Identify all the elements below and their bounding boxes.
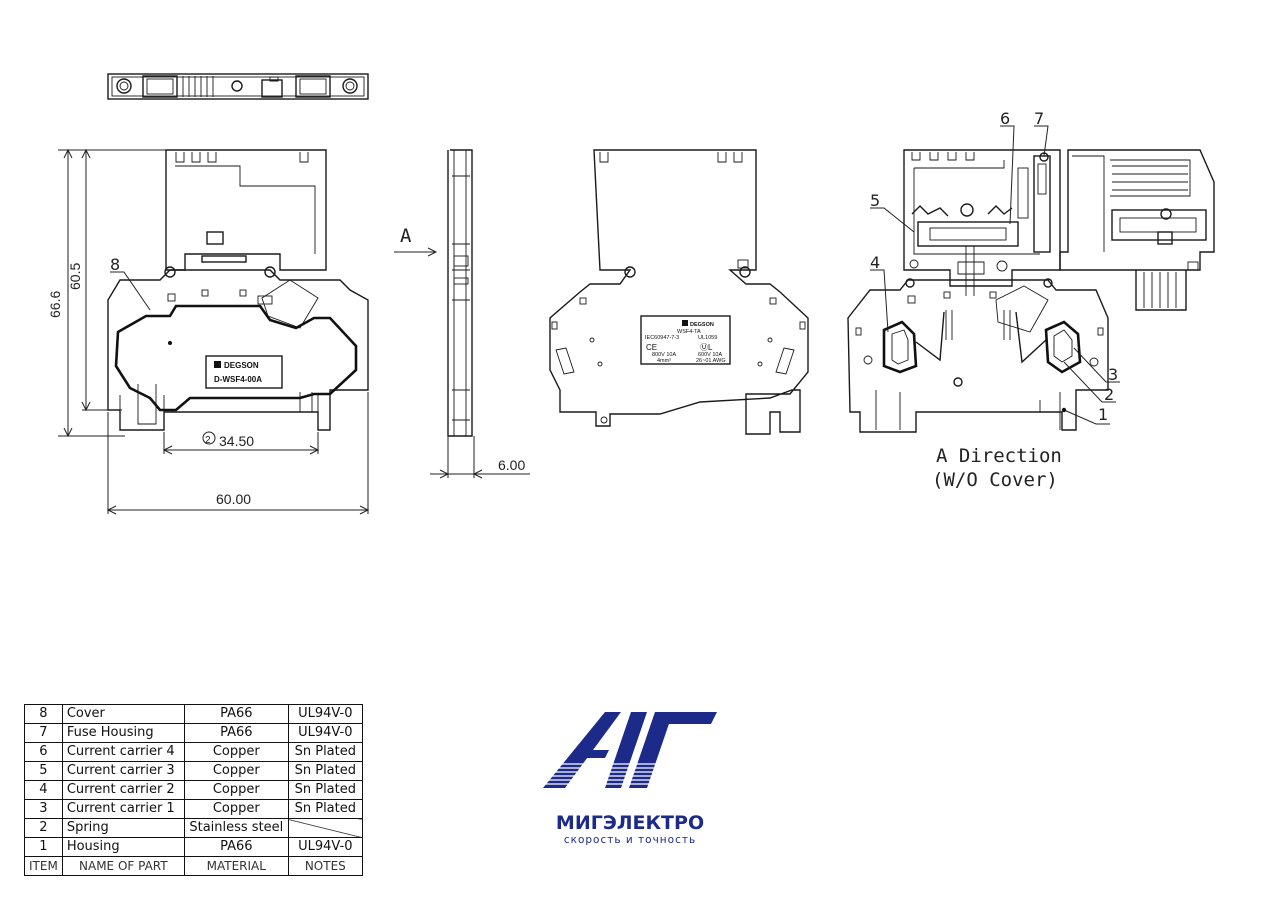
rear-label-right-awg: 26~01 AWG — [696, 358, 726, 364]
bom-name: Housing — [61, 837, 185, 857]
bom-name: Current carrier 4 — [61, 742, 185, 762]
callout-5: 5 — [870, 191, 880, 210]
callout-8: 8 — [110, 255, 120, 274]
dim-width-60: 60.00 — [216, 491, 251, 507]
bom-item: 3 — [24, 799, 63, 819]
table-row: 6 Current carrier 4 Copper Sn Plated — [24, 742, 363, 762]
table-row: 4 Current carrier 2 Copper Sn Plated — [24, 780, 363, 800]
table-row: 3 Current carrier 1 Copper Sn Plated — [24, 799, 363, 819]
rear-label-left-rating: 800V 10A — [652, 352, 676, 358]
company-logo-icon — [535, 712, 725, 788]
logo-tagline: скорость и точность — [563, 834, 697, 846]
rear-label-model: WSF4-TA — [677, 329, 701, 335]
bom-material: Copper — [183, 742, 289, 762]
bom-notes: Sn Plated — [287, 799, 363, 819]
dim-span-34: 34.50 — [219, 433, 254, 449]
rear-label-iec: IEC60947-7-3 — [645, 335, 679, 341]
bom-notes: UL94V-0 — [287, 704, 363, 724]
table-row: 8 Cover PA66 UL94V-0 — [24, 704, 363, 724]
bom-item: 4 — [24, 780, 63, 800]
bom-header-row: ITEM NAME OF PART MATERIAL NOTES — [24, 856, 363, 876]
top-view — [107, 73, 369, 100]
bom-material: Copper — [183, 780, 289, 800]
bom-material: Copper — [183, 799, 289, 819]
view-arrow-label: A — [400, 225, 412, 247]
bom-notes: Sn Plated — [287, 761, 363, 781]
bom-item: 2 — [24, 818, 63, 838]
bom-notes: UL94V-0 — [287, 723, 363, 743]
bom-header-material: MATERIAL — [183, 856, 289, 876]
bom-name: Current carrier 2 — [61, 780, 185, 800]
bom-notes-empty — [287, 818, 363, 838]
bom-item: 7 — [24, 723, 63, 743]
rear-label-right-rating: 600V 10A — [698, 352, 722, 358]
bom-notes: Sn Plated — [287, 742, 363, 762]
front-label-brand: DEGSON — [224, 361, 259, 370]
table-row: 2 Spring Stainless steel — [24, 818, 363, 838]
callout-7: 7 — [1034, 109, 1044, 128]
bom-header-notes: NOTES — [287, 856, 363, 876]
bom-header-name: NAME OF PART — [61, 856, 185, 876]
rear-label-left-size: 4mm² — [657, 358, 671, 364]
a-direction-subcaption: (W/O Cover) — [932, 469, 1058, 491]
rear-view: DEGSON WSF4-TA IEC60947-7-3 UL1059 CE ⓊL… — [549, 149, 809, 435]
bom-material: Copper — [183, 761, 289, 781]
callout-1: 1 — [1098, 405, 1108, 424]
bom-notes: Sn Plated — [287, 780, 363, 800]
front-view: DEGSON D-WSF4-00A — [107, 149, 369, 431]
ce-mark: CE — [646, 343, 657, 352]
bom-item: 1 — [24, 837, 63, 857]
side-view: 6.00 A — [394, 149, 530, 479]
bom-name: Current carrier 3 — [61, 761, 185, 781]
bom-table: 8 Cover PA66 UL94V-0 7 Fuse Housing PA66… — [24, 704, 363, 876]
bom-material: PA66 — [183, 704, 289, 724]
callout-3: 3 — [1108, 365, 1118, 384]
table-row: 5 Current carrier 3 Copper Sn Plated — [24, 761, 363, 781]
a-direction-caption: A Direction — [936, 445, 1062, 467]
bom-item: 5 — [24, 761, 63, 781]
bom-material: Stainless steel — [183, 818, 289, 838]
dim-inner-height: 60.5 — [67, 263, 83, 290]
bom-notes: UL94V-0 — [287, 837, 363, 857]
logo-name: МИГЭЛЕКТРО — [555, 812, 705, 834]
dim-span-marker: 2 — [205, 435, 211, 446]
bom-name: Current carrier 1 — [61, 799, 185, 819]
bom-material: PA66 — [183, 837, 289, 857]
bom-item: 6 — [24, 742, 63, 762]
front-dimensions: 66.6 60.5 2 34.50 60.00 8 — [47, 148, 370, 515]
ul-mark: ⓊL — [700, 343, 713, 352]
bom-name: Cover — [61, 704, 185, 724]
bom-header-item: ITEM — [24, 856, 63, 876]
table-row: 7 Fuse Housing PA66 UL94V-0 — [24, 723, 363, 743]
dim-total-height: 66.6 — [47, 291, 63, 318]
dim-thickness: 6.00 — [498, 457, 525, 473]
callout-2: 2 — [1104, 385, 1114, 404]
callout-4: 4 — [870, 253, 880, 272]
rear-label-brand: DEGSON — [690, 322, 714, 328]
rear-label-ul: UL1059 — [698, 335, 717, 341]
front-label-model: D-WSF4-00A — [214, 375, 262, 384]
bom-name: Spring — [61, 818, 185, 838]
a-direction-view: 6 7 5 4 3 2 1 A Direction (W/O Cover) — [847, 109, 1215, 491]
table-row: 1 Housing PA66 UL94V-0 — [24, 837, 363, 857]
callout-6: 6 — [1000, 109, 1010, 128]
bom-item: 8 — [24, 704, 63, 724]
bom-name: Fuse Housing — [61, 723, 185, 743]
bom-material: PA66 — [183, 723, 289, 743]
